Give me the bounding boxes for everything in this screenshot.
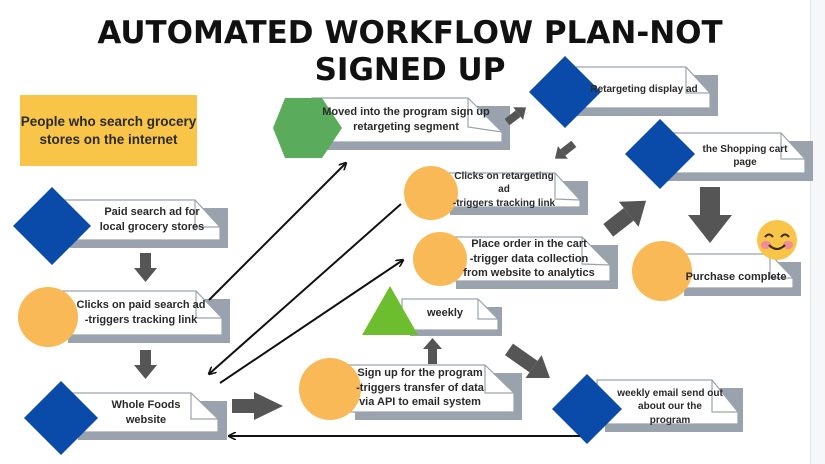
node-text-place-order: Place order in the cart-trigger data col… [462, 237, 596, 281]
node-text-shopping-cart: the Shopping cart page [690, 144, 800, 169]
orange-circle-sign-up [299, 358, 361, 420]
note-card-retargeting-segment [311, 97, 510, 150]
node-text-clicks-retargeting: Clicks on retargeting ad-triggers tracki… [448, 171, 560, 209]
node-text-weekly: weekly [415, 303, 475, 323]
blue-diamond-display-ad [529, 56, 601, 128]
note-card-weekly [401, 298, 502, 336]
block-arrow-down-to-purchase [688, 187, 732, 243]
node-label: weekly [426, 306, 464, 319]
diagram-title-line-1: AUTOMATED WORKFLOW PLAN-NOT [97, 15, 723, 51]
note-card-sign-up [346, 364, 522, 420]
green-hexagon-segment [273, 98, 342, 158]
note-card-paid-search [61, 199, 228, 248]
orange-circle-purchase [632, 241, 692, 301]
node-label: Purchase complete [685, 270, 787, 283]
node-label: Clicks on retargeting ad-triggers tracki… [452, 170, 556, 209]
orange-circle-clicks-retargeting [404, 166, 458, 220]
node-label: Retargeting display ad [590, 84, 698, 96]
orange-circle-place-order [413, 232, 467, 286]
node-text-purchase-complete: Purchase complete [684, 267, 788, 287]
node-label: Clicks on paid search ad-triggers tracki… [76, 299, 206, 326]
connector-website-to-place-order [219, 260, 403, 384]
block-arrow-up-to-weekly [423, 338, 442, 364]
block-arrow-down-1 [134, 253, 157, 282]
diagram-title-line-2: SIGNED UP [314, 52, 506, 88]
block-arrow-diag-to-email [504, 343, 550, 379]
note-card-purchase-complete [675, 253, 801, 296]
node-text-clicks-paid: Clicks on paid search ad-triggers tracki… [72, 294, 210, 332]
block-arrow-down-2 [134, 350, 157, 379]
start-audience-box: People who search grocery stores on the … [20, 95, 197, 166]
blue-diamond-weekly-email [552, 374, 622, 444]
node-text-sign-up: Sign up for the program-triggers transfe… [356, 366, 484, 410]
note-card-display-ad [561, 66, 718, 116]
orange-circle-clicks-paid [18, 287, 78, 347]
start-audience-text: People who search grocery stores on the … [20, 113, 197, 147]
block-arrow-diag-to-cart [603, 200, 647, 237]
smiling-face-emoji-icon [757, 220, 797, 260]
block-arrow-diag-from-display [554, 140, 577, 159]
connector-retargeting-to-website [209, 203, 402, 374]
note-card-place-order [447, 236, 618, 289]
note-card-clicks-paid [59, 290, 230, 343]
node-text-display-ad: Retargeting display ad [585, 80, 703, 100]
block-arrow-right-to-signup [232, 392, 283, 420]
blue-diamond-shopping-cart [625, 119, 695, 189]
page-edge [810, 0, 825, 464]
block-arrow-diag-to-display [504, 107, 527, 126]
blue-diamond-whole-foods [24, 381, 98, 455]
note-card-whole-foods [69, 392, 227, 440]
note-card-weekly-email [596, 379, 743, 432]
node-label: Place order in the cart-trigger data col… [463, 237, 595, 280]
green-triangle-weekly [362, 286, 418, 335]
node-label: Sign up for the program-triggers transfe… [356, 366, 484, 409]
note-card-clicks-retargeting [441, 172, 588, 215]
blue-diamond-paid-search [13, 187, 91, 265]
connector-clicks-to-segment [208, 163, 346, 301]
node-label: the Shopping cart page [702, 143, 788, 169]
